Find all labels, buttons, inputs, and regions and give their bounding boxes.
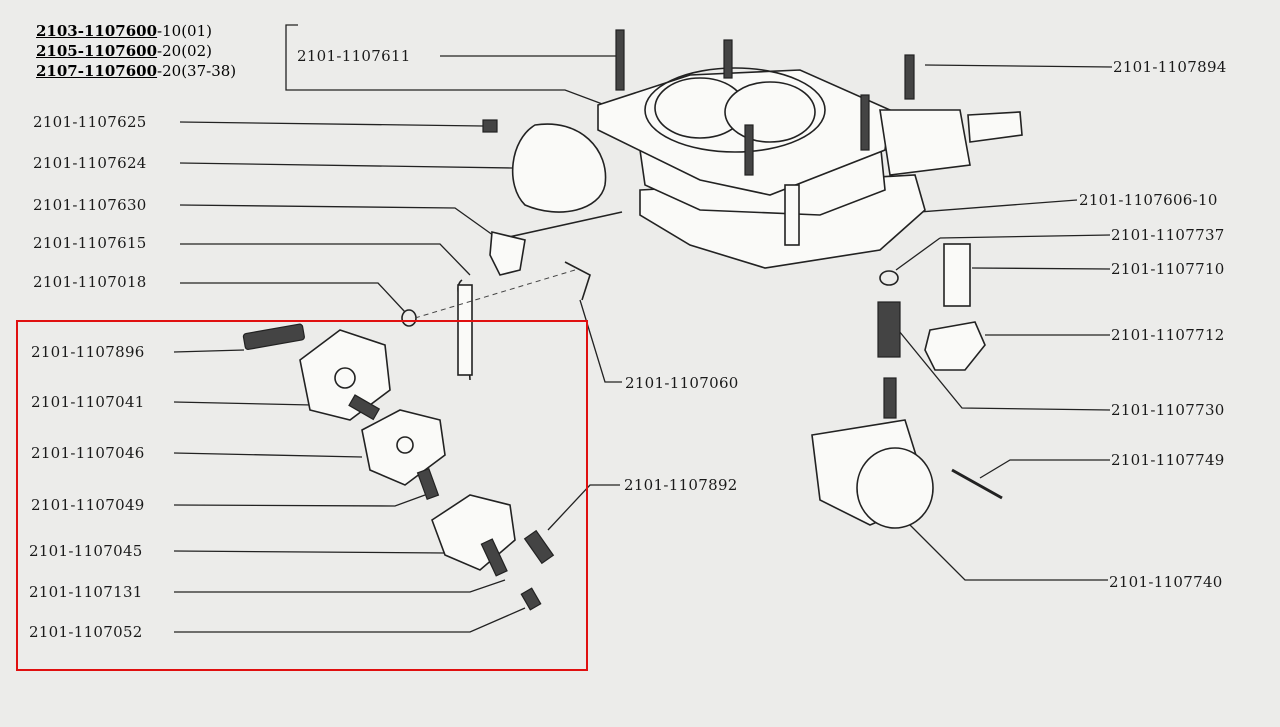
label-749: 2101-1107749	[1111, 451, 1225, 469]
label-060: 2101-1107060	[625, 374, 739, 392]
label-615: 2101-1107615	[33, 234, 147, 252]
label-740: 2101-1107740	[1109, 573, 1223, 591]
label-041: 2101-1107041	[31, 393, 145, 411]
highlight-box	[16, 320, 588, 671]
label-625: 2101-1107625	[33, 113, 147, 131]
label-046: 2101-1107046	[31, 444, 145, 462]
label-712: 2101-1107712	[1111, 326, 1225, 344]
label-131: 2101-1107131	[29, 583, 143, 601]
carburetor-studs	[615, 29, 915, 176]
label-045: 2101-1107045	[29, 542, 143, 560]
label-730: 2101-1107730	[1111, 401, 1225, 419]
label-611: 2101-1107611	[297, 47, 411, 65]
throttle-parts	[401, 119, 623, 381]
variant-code-3: 2107-1107600-20(37-38)	[36, 62, 237, 80]
accelerator-pump-assembly	[242, 323, 555, 611]
label-052: 2101-1107052	[29, 623, 143, 641]
label-894: 2101-1107894	[1113, 58, 1227, 76]
label-892: 2101-1107892	[624, 476, 738, 494]
label-606-10: 2101-1107606-10	[1079, 191, 1218, 209]
carburetor-body	[597, 67, 1023, 269]
variant-code-1: 2103-1107600-10(01)	[36, 22, 212, 40]
label-630: 2101-1107630	[33, 196, 147, 214]
label-624: 2101-1107624	[33, 154, 147, 172]
variant-code-2: 2105-1107600-20(02)	[36, 42, 212, 60]
label-018: 2101-1107018	[33, 273, 147, 291]
label-896: 2101-1107896	[31, 343, 145, 361]
leader-lines	[173, 24, 1113, 633]
label-737: 2101-1107737	[1111, 226, 1225, 244]
label-710: 2101-1107710	[1111, 260, 1225, 278]
label-049: 2101-1107049	[31, 496, 145, 514]
fuel-inlet-parts	[811, 243, 1003, 529]
